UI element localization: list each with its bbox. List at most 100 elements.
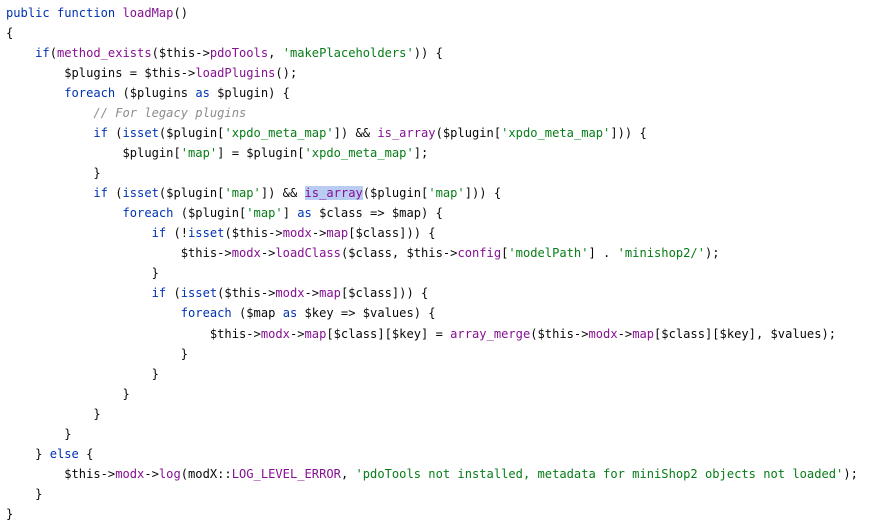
code-token: public xyxy=(6,6,50,20)
code-token: ]; xyxy=(413,146,429,161)
code-line[interactable]: } xyxy=(6,344,858,364)
code-token: ($map xyxy=(231,306,283,321)
code-line[interactable]: { xyxy=(6,23,858,43)
code-token: // For legacy plugins xyxy=(93,106,247,121)
code-line[interactable]: $plugins = $this->loadPlugins(); xyxy=(6,63,858,83)
code-token: , xyxy=(268,46,283,61)
code-token: } xyxy=(151,366,159,381)
code-token: if xyxy=(93,186,108,201)
code-line[interactable]: $plugin['map'] = $plugin['xpdo_meta_map'… xyxy=(6,143,858,163)
code-line[interactable]: } else { xyxy=(6,444,858,464)
indent xyxy=(6,447,35,461)
code-token: } xyxy=(122,386,130,401)
code-token: -> xyxy=(144,466,159,481)
code-token: ($this-> xyxy=(224,226,283,241)
code-line[interactable]: public function loadMap() xyxy=(6,3,858,23)
code-line[interactable]: // For legacy plugins xyxy=(6,103,858,123)
code-line[interactable]: } xyxy=(6,364,858,384)
code-token: LOG_LEVEL_ERROR xyxy=(231,466,341,481)
indent xyxy=(6,166,93,180)
code-line[interactable]: if (isset($plugin['map']) && is_array($p… xyxy=(6,183,858,203)
indent xyxy=(6,467,64,481)
code-token: -> xyxy=(617,326,633,341)
code-line[interactable]: $this->modx->map[$class][$key] = array_m… xyxy=(6,324,858,344)
indent xyxy=(6,106,93,120)
code-token: 'xpdo_meta_map' xyxy=(304,146,414,161)
code-token: $this-> xyxy=(64,466,116,481)
indent xyxy=(6,146,123,160)
code-token: ); xyxy=(843,466,858,481)
code-line[interactable]: foreach ($map as $key => $values) { xyxy=(6,303,858,323)
code-token: } xyxy=(151,266,159,281)
indent xyxy=(6,66,64,80)
code-token: foreach xyxy=(180,306,232,321)
code-token: ])) { xyxy=(464,186,502,201)
code-token: ]) && xyxy=(333,126,378,141)
code-line[interactable]: if (isset($plugin['xpdo_meta_map']) && i… xyxy=(6,123,858,143)
code-line[interactable]: foreach ($plugins as $plugin) { xyxy=(6,83,858,103)
code-line[interactable]: if (isset($this->modx->map[$class])) { xyxy=(6,283,858,303)
code-token: as xyxy=(282,306,298,321)
code-token: -> xyxy=(260,246,276,261)
code-token: map xyxy=(326,226,349,241)
code-token: } xyxy=(64,426,72,441)
code-editor[interactable]: public function loadMap() { if(method_exi… xyxy=(6,3,858,524)
code-line[interactable]: $this->modx->loadClass($class, $this->co… xyxy=(6,243,858,263)
code-token: if xyxy=(35,46,50,61)
code-token: } xyxy=(6,506,14,521)
code-token: array_merge xyxy=(450,326,531,341)
code-line[interactable]: } xyxy=(6,424,858,444)
code-token: isset xyxy=(188,226,225,241)
code-line[interactable]: } xyxy=(6,163,858,183)
code-line[interactable]: foreach ($plugin['map'] as $class => $ma… xyxy=(6,203,858,223)
indent xyxy=(6,266,152,280)
code-token: foreach xyxy=(64,86,116,101)
code-token: ])) { xyxy=(610,126,647,141)
code-token: (); xyxy=(275,66,298,81)
code-token: loadMap xyxy=(122,6,174,20)
code-token: modx xyxy=(275,286,305,301)
code-token: map xyxy=(304,326,327,341)
code-token: } xyxy=(35,446,50,461)
code-line[interactable]: $this->modx->log(modX::LOG_LEVEL_ERROR, … xyxy=(6,464,858,484)
indent xyxy=(6,306,181,320)
code-token: isset xyxy=(122,186,159,201)
code-token: { xyxy=(6,26,14,41)
code-token: ($this-> xyxy=(530,326,589,341)
code-token: ( xyxy=(49,46,57,61)
code-token: [$class][$key], $values); xyxy=(654,326,837,341)
indent xyxy=(6,46,35,60)
code-token xyxy=(50,6,57,20)
code-line[interactable]: } xyxy=(6,404,858,424)
indent xyxy=(6,327,210,341)
code-token: 'pdoTools not installed, metadata for mi… xyxy=(355,466,844,481)
code-line[interactable]: } xyxy=(6,504,858,524)
code-token: ); xyxy=(705,246,720,261)
code-token: } xyxy=(93,406,101,421)
indent xyxy=(6,206,123,220)
code-token: modx xyxy=(282,226,312,241)
code-token: ($plugin[ xyxy=(158,126,225,141)
code-token: ] . xyxy=(588,246,618,261)
indent xyxy=(6,126,93,140)
code-token: [$class])) { xyxy=(348,226,436,241)
code-token: ] xyxy=(282,206,298,221)
code-token: } xyxy=(35,486,43,501)
code-token: } xyxy=(180,346,189,361)
code-token: modx xyxy=(588,326,618,341)
code-token: , xyxy=(340,466,356,481)
indent xyxy=(6,347,181,361)
code-token: $plugin) { xyxy=(209,86,290,101)
code-token: 'modelPath' xyxy=(508,246,589,261)
highlighted-token: is_array xyxy=(304,186,363,201)
code-token: ($plugin[ xyxy=(173,206,247,221)
code-token: } xyxy=(93,166,101,181)
code-token: ]) && xyxy=(260,186,305,201)
code-line[interactable]: } xyxy=(6,484,858,504)
code-token: ($class, $this-> xyxy=(340,246,458,261)
code-line[interactable]: if (!isset($this->modx->map[$class])) { xyxy=(6,223,858,243)
code-line[interactable]: } xyxy=(6,263,858,283)
code-line[interactable]: } xyxy=(6,384,858,404)
code-token: $this-> xyxy=(180,246,232,261)
code-line[interactable]: if(method_exists($this->pdoTools, 'makeP… xyxy=(6,43,858,63)
